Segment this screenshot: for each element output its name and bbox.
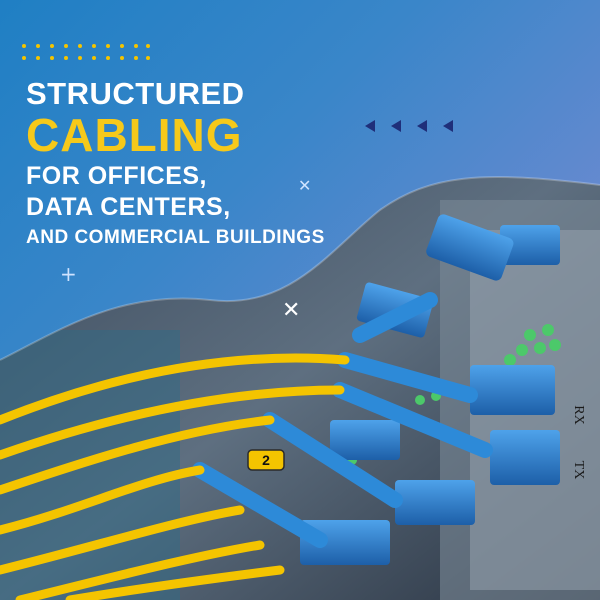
panel-label-rx: RX (571, 405, 586, 424)
cross-icon-large: ✕ (282, 298, 301, 323)
headline-line-2: CABLING (26, 109, 243, 161)
cross-icon: ✕ (298, 176, 312, 195)
headline-line-5: AND COMMERCIAL BUILDINGS (26, 227, 325, 248)
dot-grid-icon (22, 44, 152, 68)
plus-icon: + (60, 262, 77, 286)
panel-label-tx: TX (571, 461, 586, 480)
headline: STRUCTURED CABLING FOR OFFICES, DATA CEN… (26, 78, 325, 247)
headline-line-1: STRUCTURED (26, 76, 245, 111)
left-chevrons-icon (365, 120, 465, 138)
headline-line-3: FOR OFFICES, (26, 162, 207, 190)
cable-tag-label: 2 (262, 452, 270, 468)
headline-line-4: DATA CENTERS, (26, 193, 231, 221)
